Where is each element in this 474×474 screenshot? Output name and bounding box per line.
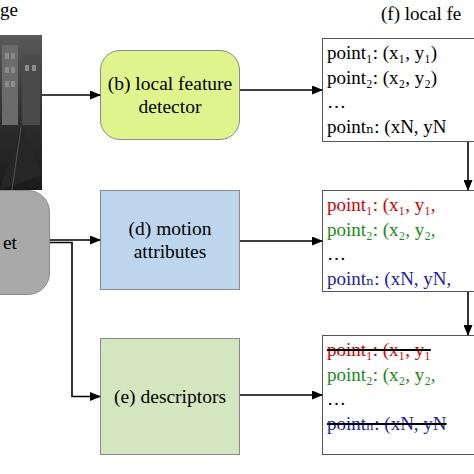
flow-arrow [240, 240, 322, 242]
feature-entry: … [327, 387, 474, 412]
flow-arrow [50, 243, 100, 397]
panel-heading: (f) local fe [381, 3, 461, 25]
feature-entry: pointₙ: (xN, yN [327, 412, 474, 437]
street-photo [0, 35, 42, 190]
feature-list: (f) local fepoint₁: (x₁, y₁)point₂: (x₂,… [322, 38, 474, 142]
feature-entry: point₂: (x₂, y₂, [327, 363, 474, 388]
feature-list: point₁: (x₁, y₁,point₂: (x₂, y₂,…pointₙ:… [322, 190, 474, 292]
feature-entry: pointₙ: (xN, yN, [327, 267, 474, 292]
feature-entry: point₂: (x₂, y₂, [327, 218, 474, 243]
process-box: (e) descriptors [100, 338, 240, 455]
feature-entry: point₁: (x₁, y₁) [327, 41, 474, 66]
input-image: ge [0, 35, 42, 190]
feature-entry: point₁: (x₁, y₁, [327, 193, 474, 218]
feature-list: point₁: (x₁, y₁point₂: (x₂, y₂,…pointₙ: … [322, 335, 474, 455]
flow-arrow [42, 94, 100, 96]
panel-heading: ge [0, 0, 18, 21]
box-label: (e) descriptors [114, 385, 226, 408]
feature-entry: … [327, 242, 474, 267]
flow-arrow [50, 239, 100, 241]
flow-arrow [240, 89, 322, 91]
feature-entry: point₂: (x₂, y₂) [327, 66, 474, 91]
process-box: (b) local feature detector [100, 50, 240, 140]
flow-arrow [467, 292, 469, 335]
box-label: (b) local feature detector [103, 72, 237, 118]
feature-entry: point₁: (x₁, y₁ [327, 338, 474, 363]
network-box: et [0, 190, 50, 295]
process-box: (d) motion attributes [100, 190, 240, 290]
flow-arrow [240, 394, 322, 396]
box-label: (d) motion attributes [103, 217, 237, 263]
box-label: et [3, 231, 17, 254]
feature-entry: … [327, 90, 474, 115]
flow-arrow [467, 142, 469, 190]
feature-entry: pointₙ: (xN, yN [327, 115, 474, 140]
